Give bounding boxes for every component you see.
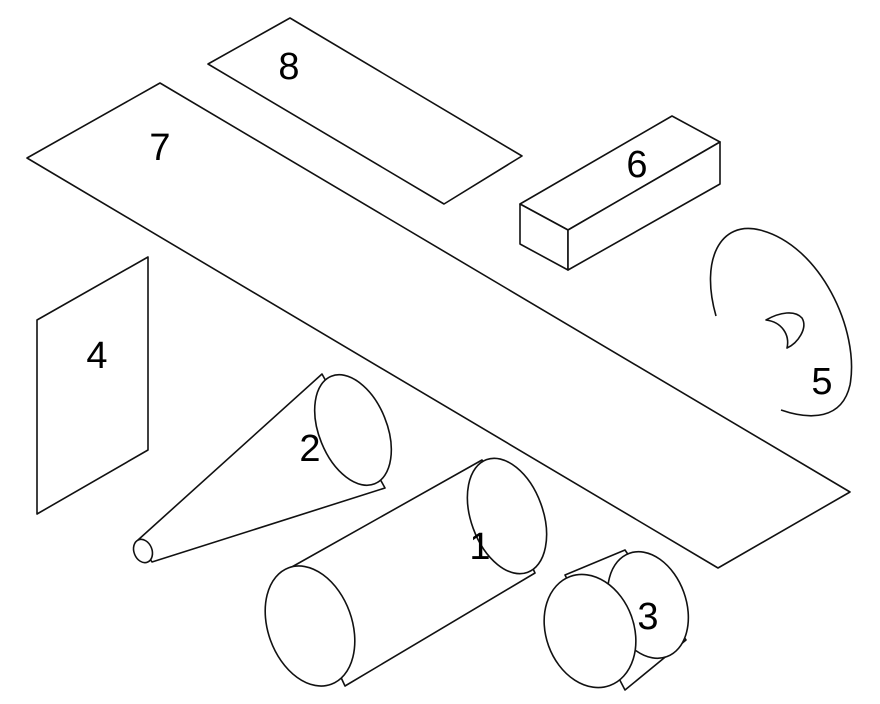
- label-8: 8: [278, 46, 299, 88]
- shape-1-cylinder: 1: [264, 457, 548, 687]
- shape-4-plane: 4: [36, 256, 149, 515]
- label-7: 7: [149, 127, 170, 169]
- shape-5-disc: 5: [709, 227, 853, 417]
- label-6: 6: [626, 144, 647, 186]
- label-5: 5: [811, 361, 832, 403]
- shape-6-prism: 6: [519, 115, 721, 271]
- label-3: 3: [637, 596, 658, 638]
- shape-8-rectangle: 8: [207, 17, 523, 205]
- shape-2-cone: 2: [132, 373, 393, 564]
- label-1: 1: [469, 526, 490, 568]
- shape-3-short-cylinder: 3: [543, 549, 690, 691]
- label-2: 2: [299, 428, 320, 470]
- label-4: 4: [86, 335, 107, 377]
- shape-7-strip: 7: [26, 82, 851, 569]
